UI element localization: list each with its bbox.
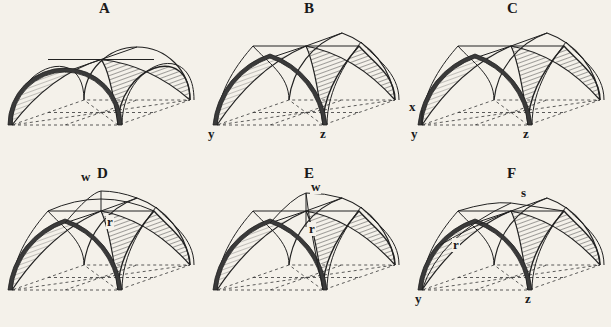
panel-letter: A: [98, 1, 111, 17]
panel-letter: B: [303, 1, 315, 17]
point-letter: x: [408, 100, 417, 114]
point-letter: w: [310, 180, 321, 194]
point-letter: y: [410, 127, 419, 141]
point-letter: y: [414, 292, 423, 306]
vault-f: [418, 198, 604, 290]
vault-e: [213, 193, 399, 290]
point-letter: z: [319, 127, 327, 141]
point-letter: z: [524, 292, 532, 306]
point-letter: r: [308, 222, 316, 236]
point-letter: s: [520, 186, 527, 200]
panel-letter: D: [96, 166, 109, 182]
point-letter: r: [452, 238, 460, 252]
point-letter: w: [80, 170, 91, 184]
vault-a: [8, 47, 194, 125]
vault-c: [418, 33, 604, 125]
point-letter: r: [106, 215, 114, 229]
panel-letter: F: [506, 166, 517, 182]
point-letter: z: [522, 127, 530, 141]
point-letter: y: [207, 127, 216, 141]
vault-d: [8, 191, 194, 290]
vault-b: [213, 33, 399, 125]
panel-letter: C: [506, 1, 519, 17]
